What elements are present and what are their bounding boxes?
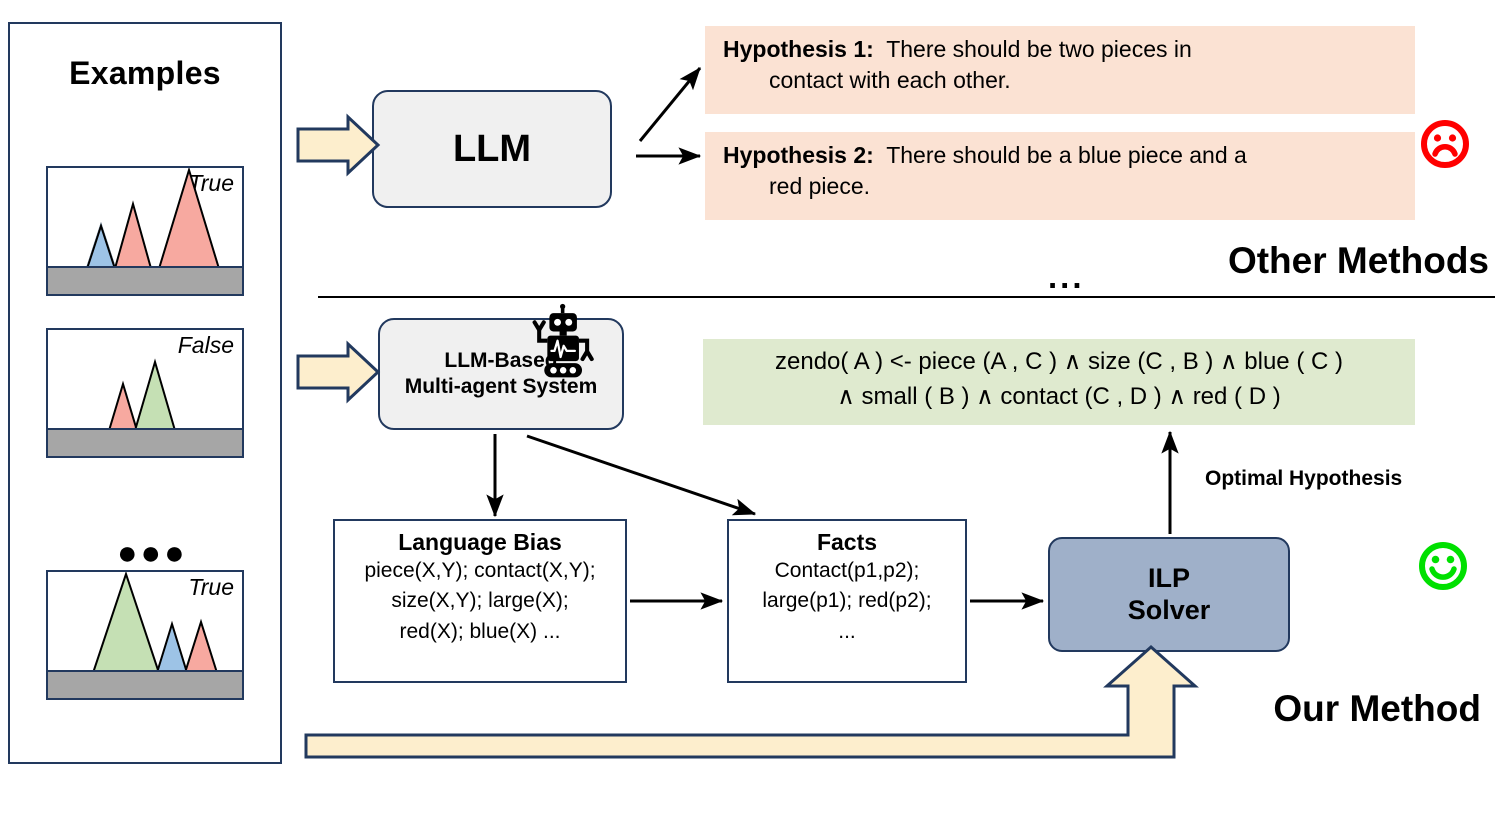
arrow-mas-to-facts	[526, 434, 757, 516]
llm-box[interactable]: LLM	[372, 90, 612, 208]
llm-box-label: LLM	[452, 127, 532, 170]
our-method-section-label: Our Method	[1273, 688, 1481, 729]
other-methods-section-label: Other Methods	[1227, 240, 1489, 281]
ground-bar	[48, 428, 242, 456]
example-card-true-2: True	[46, 570, 244, 700]
hypothesis-2-banner: Hypothesis 2: There should be a blue pie…	[705, 132, 1415, 220]
example-label: True	[188, 574, 234, 600]
block-arrow-examples-to-llm	[296, 113, 381, 177]
example-card-false: False	[46, 328, 244, 458]
rule-line1: zendo( A ) <- piece (A , C ) ∧ size (C ,…	[775, 348, 1343, 375]
hypothesis-1-banner: Hypothesis 1: There should be two pieces…	[705, 26, 1415, 114]
example-card-true-1: True	[46, 166, 244, 296]
hypothesis-1-line1: There should be two pieces in	[886, 36, 1192, 62]
hypothesis-1-tag: Hypothesis 1:	[723, 36, 874, 62]
sad-face-icon	[1421, 120, 1469, 168]
example-label: False	[177, 332, 234, 358]
other-methods-ellipsis: ...	[1048, 258, 1085, 295]
block-arrow-examples-to-mas	[296, 340, 381, 404]
optimal-rule-banner: zendo( A ) <- piece (A , C ) ∧ size (C ,…	[703, 339, 1415, 425]
ilp-solver-line1: ILP	[1147, 562, 1190, 593]
ilp-solver-box[interactable]: ILP Solver	[1048, 537, 1290, 652]
ground-bar	[48, 670, 242, 698]
hypothesis-2-tag: Hypothesis 2:	[723, 142, 874, 168]
llm-based-multi-agent-system-box[interactable]: LLM-Based Multi-agent System	[378, 318, 624, 430]
mas-box-label: LLM-Based Multi-agent System	[399, 348, 598, 401]
arrow-llm-to-hypothesis-1	[638, 67, 702, 142]
examples-title: Examples	[69, 55, 221, 91]
facts-line-3: ...	[838, 619, 856, 643]
facts-title: Facts	[816, 529, 878, 555]
hypothesis-2-line2: red piece.	[769, 173, 871, 200]
facts-line-2: large(p1); red(p2);	[762, 589, 932, 613]
language-bias-line-3: red(X); blue(X) ...	[399, 619, 561, 643]
ilp-solver-line2: Solver	[1127, 594, 1211, 625]
rule-line2: ∧ small ( B ) ∧ contact (C , D ) ∧ red (…	[837, 382, 1281, 410]
facts-line-1: Contact(p1,p2);	[774, 559, 920, 582]
language-bias-box: Language Bias piece(X,Y); contact(X,Y); …	[333, 519, 627, 683]
examples-ellipsis: ●●●	[117, 534, 188, 572]
language-bias-body: piece(X,Y); contact(X,Y); size(X,Y); lar…	[335, 556, 625, 647]
facts-body: Contact(p1,p2); large(p1); red(p2); ...	[729, 556, 965, 647]
language-bias-line-2: size(X,Y); large(X);	[391, 589, 569, 613]
mas-box-line2: Multi-agent System	[404, 375, 598, 398]
happy-face-icon	[1419, 542, 1467, 590]
facts-box: Facts Contact(p1,p2); large(p1); red(p2)…	[727, 519, 967, 683]
hypothesis-2-line1: There should be a blue piece and a	[886, 142, 1247, 168]
ground-bar	[48, 266, 242, 294]
ilp-solver-label: ILP Solver	[1128, 563, 1211, 627]
language-bias-line-1: piece(X,Y); contact(X,Y);	[364, 559, 596, 582]
optimal-hypothesis-label: Optimal Hypothesis	[1205, 467, 1403, 490]
mas-box-line1: LLM-Based	[444, 348, 558, 372]
language-bias-title: Language Bias	[398, 529, 562, 555]
hypothesis-1-line2: contact with each other.	[769, 67, 1011, 94]
section-divider	[318, 296, 1495, 298]
